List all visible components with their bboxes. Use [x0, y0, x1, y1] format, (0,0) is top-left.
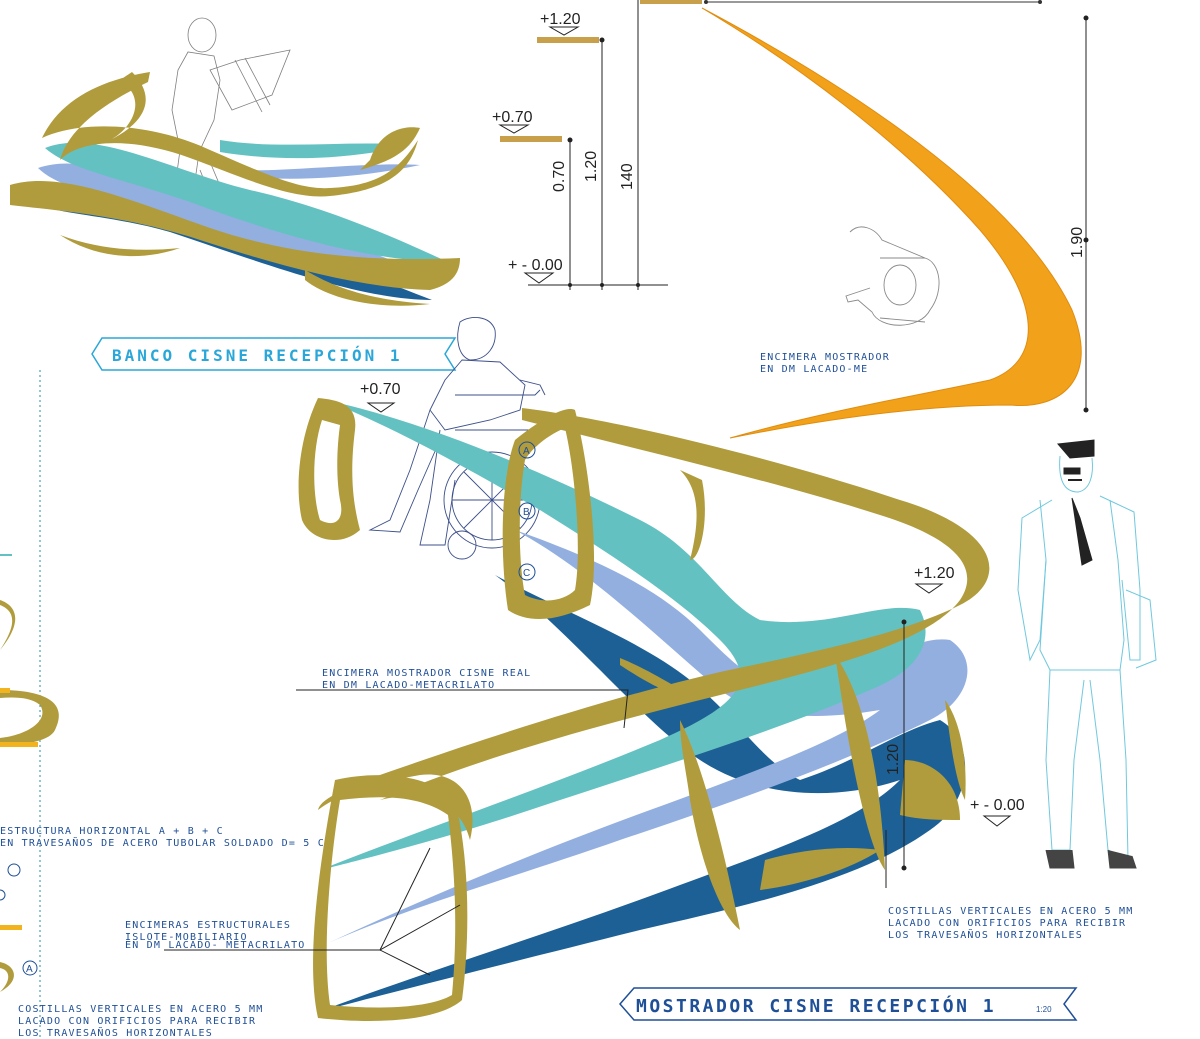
elevation-section: +1.20 +0.70 + - 0.00 0.70 1.20 140: [492, 0, 1042, 290]
elev-000: + - 0.00: [508, 257, 563, 274]
mostrador-title: MOSTRADOR CISNE RECEPCIÓN 1: [636, 995, 996, 1017]
ann-encimera-mid-1: ENCIMERA MOSTRADOR CISNE REAL: [322, 668, 531, 679]
elev-mid-070: +0.70: [360, 381, 401, 398]
elev-120: +1.20: [540, 11, 581, 28]
mostrador-blade-teal: [320, 400, 926, 870]
ann-costillas-r3: LOS TRAVESAÑOS HORIZONTALES: [888, 928, 1083, 941]
ann-costillas-l3: LOS TRAVESAÑOS HORIZONTALES: [18, 1026, 213, 1039]
level-bar-top: [640, 0, 702, 4]
banco-title-box: BANCO CISNE RECEPCIÓN 1: [91, 337, 457, 371]
left-edge-fragments: A ESTRUCTURA HORIZONTAL A + B + C EN TRA…: [0, 370, 332, 1039]
orange-blade: [701, 7, 1082, 439]
banco-blade-olive: [10, 72, 460, 306]
banco-cisne-drawing: [10, 17, 460, 306]
mostrador-cisne-drawing: A B C +0.70 +1.20 1.20 + - 0.00 ENCIMERA…: [18, 317, 1134, 1039]
marker-c: [518, 563, 536, 581]
ann-costillas-l2: LACADO CON ORIFICIOS PARA RECIBIR: [18, 1016, 256, 1027]
ann-encimera-mid-2: EN DM LACADO-METACRILATO: [322, 680, 495, 691]
level-bar-070: [500, 136, 562, 142]
marker-left-a-label: A: [26, 964, 33, 975]
marker-a: [518, 441, 536, 459]
standing-man-sketch: [1017, 439, 1157, 869]
level-bar-120: [537, 37, 599, 43]
elev-right-120: +1.20: [914, 565, 955, 582]
ann-costillas-r2: LACADO CON ORIFICIOS PARA RECIBIR: [888, 918, 1126, 929]
mostrador-title-box: MOSTRADOR CISNE RECEPCIÓN 1 1:20: [619, 987, 1078, 1021]
marker-b-label: B: [523, 507, 530, 518]
elev-right-000: + - 0.00: [970, 797, 1025, 814]
dim-120-right: 1.20: [885, 744, 902, 775]
elev-070: +0.70: [492, 109, 533, 126]
mostrador-blade-lavender: [324, 530, 968, 945]
dim-120: 1.20: [583, 151, 600, 182]
ann-costillas-l1: COSTILLAS VERTICALES EN ACERO 5 MM: [18, 1004, 264, 1015]
dim-070: 0.70: [551, 161, 568, 192]
dim-190: 1.90: [1069, 227, 1086, 258]
ann-costillas-r1: COSTILLAS VERTICALES EN ACERO 5 MM: [888, 906, 1134, 917]
marker-b: [518, 502, 536, 520]
marker-c-label: C: [523, 568, 530, 579]
ann-encimera-top-2: EN DM LACADO-ME: [760, 364, 868, 375]
ann-estructura-1: ESTRUCTURA HORIZONTAL A + B + C: [0, 826, 224, 837]
leader-lines: [164, 689, 887, 976]
ann-encimeras-2: ISLOTE-MOBILIARIO: [125, 932, 248, 943]
ann-encimeras-3: EN DM LACADO- METACRILATO: [125, 940, 306, 951]
ann-encimera-top-1: ENCIMERA MOSTRADOR: [760, 352, 890, 363]
section-markers: A B C: [518, 441, 536, 581]
banco-blade-lavender: [38, 163, 440, 278]
orange-plan: 1.90 ENCIMERA MOSTRADOR EN DM LACADO-ME: [701, 7, 1089, 439]
mostrador-ribs: [298, 398, 966, 1021]
banco-title: BANCO CISNE RECEPCIÓN 1: [112, 346, 403, 365]
ann-estructura-2: EN TRAVESAÑOS DE ACERO TUBOLAR SOLDADO D…: [0, 836, 332, 849]
mostrador-blade-navy: [318, 575, 966, 1012]
banco-blade-teal: [45, 140, 448, 262]
marker-a-label: A: [523, 446, 530, 457]
ann-encimeras-1: ENCIMERAS ESTRUCTURALES: [125, 920, 291, 931]
dim-140: 140: [619, 163, 636, 190]
marker-left-a: [22, 960, 38, 976]
seated-figure-plan: [845, 226, 940, 326]
mostrador-scale: 1:20: [1036, 1005, 1052, 1014]
